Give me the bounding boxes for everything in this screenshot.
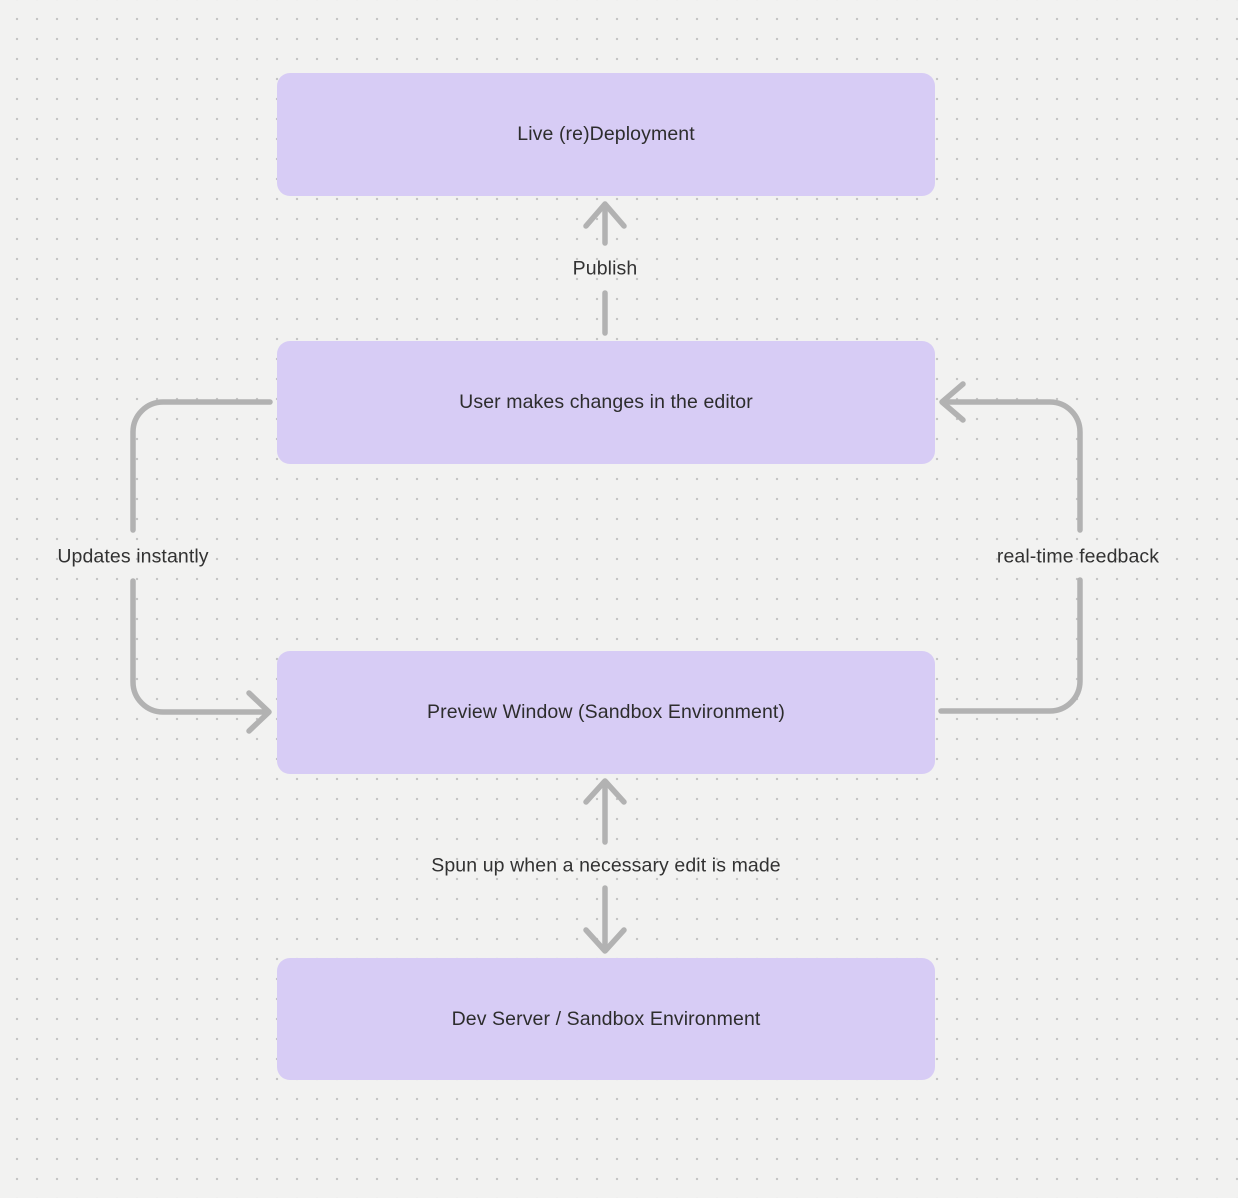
node-preview-window[interactable]: Preview Window (Sandbox Environment) — [277, 651, 935, 774]
arrowhead-up-icon — [583, 201, 627, 229]
edge-label-updates-instantly: Updates instantly — [57, 545, 209, 568]
node-user-makes-changes[interactable]: User makes changes in the editor — [277, 341, 935, 464]
edge-label-real-time-feedback: real-time feedback — [996, 545, 1160, 568]
node-label: Live (re)Deployment — [517, 123, 695, 145]
arrowhead-up-icon — [583, 778, 627, 805]
arrowhead-left-icon — [939, 381, 966, 423]
node-label: Dev Server / Sandbox Environment — [451, 1007, 761, 1030]
node-dev-server[interactable]: Dev Server / Sandbox Environment — [277, 958, 935, 1080]
node-live-redeployment[interactable]: Live (re)Deployment — [277, 73, 935, 196]
edge-label-spun-up: Spun up when a necessary edit is made — [431, 854, 781, 877]
arrowhead-down-icon — [583, 927, 627, 954]
node-label: User makes changes in the editor — [459, 391, 753, 413]
node-label: Preview Window (Sandbox Environment) — [427, 701, 785, 723]
arrowhead-right-icon — [246, 690, 272, 734]
edge-label-publish: Publish — [572, 257, 638, 280]
